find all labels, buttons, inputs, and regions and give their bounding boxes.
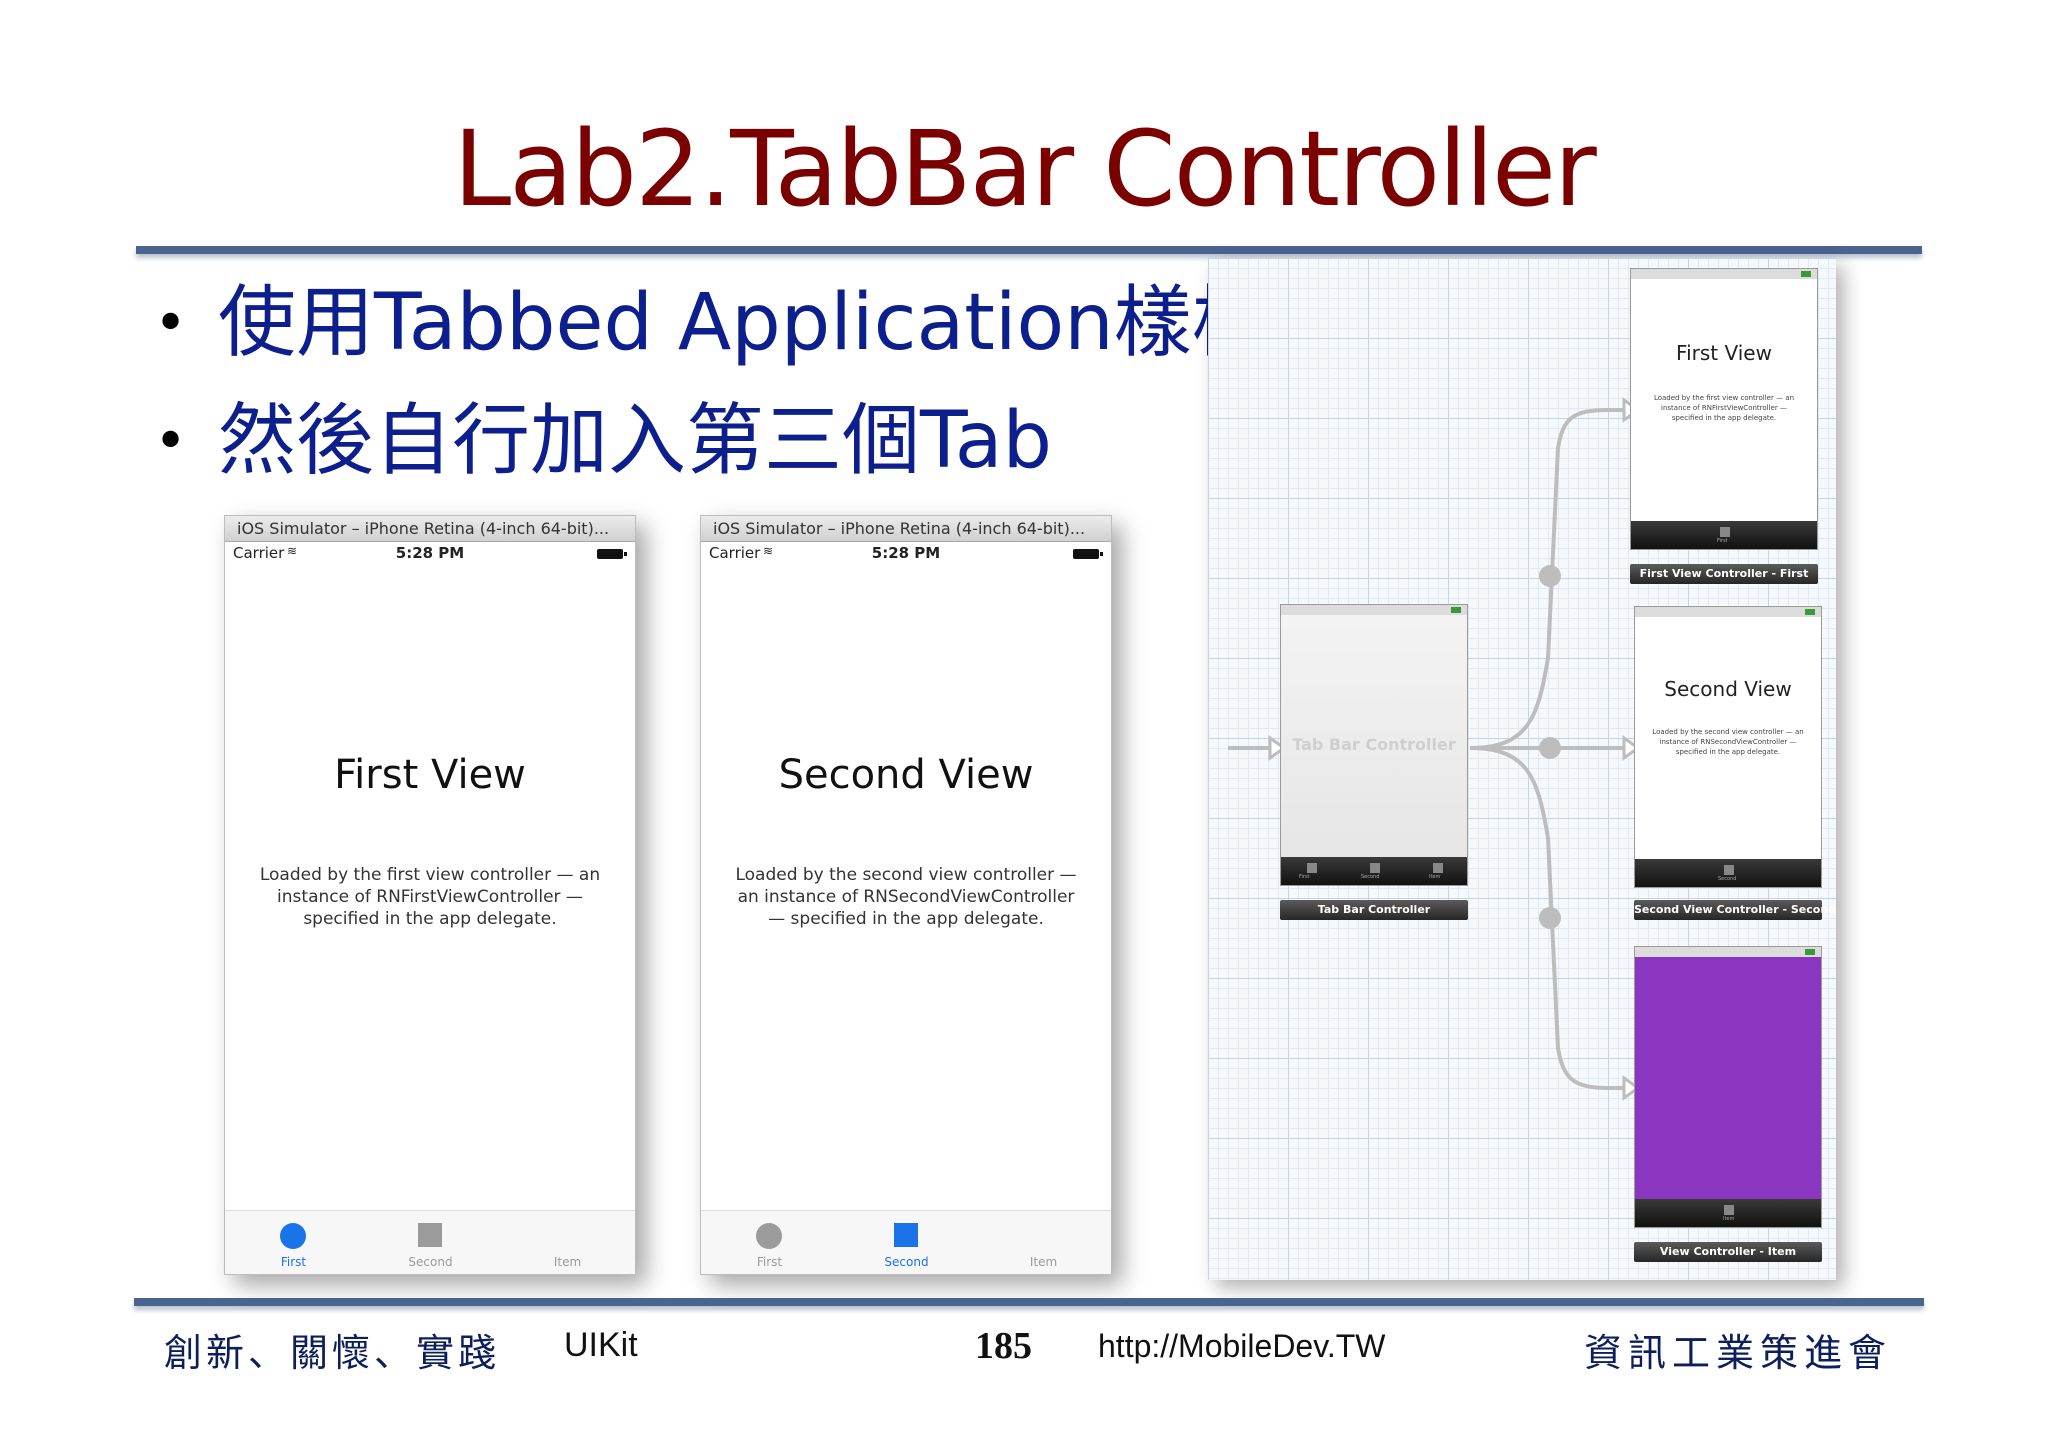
scene-watermark: Tab Bar Controller xyxy=(1292,735,1456,754)
clock-label: 5:28 PM xyxy=(395,544,465,562)
footer-organization: 資訊工業策進會 xyxy=(1584,1331,1893,1375)
simulator-titlebar[interactable]: iOS Simulator – iPhone Retina (4-inch 64… xyxy=(225,516,635,542)
bottom-rule xyxy=(134,1298,1924,1306)
scene-tab-bar: First Second Item xyxy=(1281,857,1467,885)
segue-node-third xyxy=(1539,907,1561,929)
footer-motto: 創新、關懷、實踐 xyxy=(164,1331,501,1375)
view-title: First View xyxy=(334,752,526,798)
segue-node-first xyxy=(1539,565,1561,587)
entry-arrowhead xyxy=(1268,735,1287,761)
scene-label-tab-bar-controller[interactable]: Tab Bar Controller xyxy=(1280,900,1468,920)
simulator-window-first: iOS Simulator – iPhone Retina (4-inch 64… xyxy=(224,515,636,1275)
bullet-dot: • xyxy=(154,409,188,474)
tab-bar: First Second Item xyxy=(701,1210,1111,1274)
view-description: Loaded by the second view controller — a… xyxy=(735,865,1077,929)
tab-first[interactable]: First xyxy=(225,1211,362,1275)
tab-bar-controller-scene[interactable]: Tab Bar Controller First Second Item xyxy=(1280,604,1468,886)
scene-label-second-view-controller[interactable]: Second View Controller - Second xyxy=(1634,900,1836,920)
clock-label: 5:28 PM xyxy=(871,544,941,562)
view-description: Loaded by the first view controller — an… xyxy=(259,865,601,929)
scene-top-strip xyxy=(1281,605,1467,615)
scene-tab-bar: Item xyxy=(1635,1199,1821,1227)
scene-label-item-view-controller[interactable]: View Controller - Item xyxy=(1634,1242,1822,1262)
tab-item[interactable]: Item xyxy=(975,1211,1112,1275)
scene-title: First View xyxy=(1676,341,1772,365)
tab-label: Item xyxy=(553,1255,582,1269)
mini-tab-label: Second xyxy=(1718,876,1737,882)
tab-icon xyxy=(1720,527,1730,537)
tab-bar: First Second Item xyxy=(225,1210,635,1274)
scene-top-strip xyxy=(1631,269,1817,279)
circle-icon xyxy=(756,1223,782,1249)
status-bar: Carrier ≋ 5:28 PM xyxy=(701,542,1111,566)
carrier-label: Carrier xyxy=(233,544,285,562)
bullet-dot: • xyxy=(154,291,188,356)
bullet-text: 然後自行加入第三個Tab xyxy=(218,396,1053,486)
item-view-scene[interactable]: Item xyxy=(1634,946,1822,1228)
segue-connectors xyxy=(1228,397,1641,1101)
bullet-text: 使用Tabbed Application樣板 xyxy=(218,278,1270,368)
carrier-label: Carrier xyxy=(709,544,761,562)
tab-second[interactable]: Second xyxy=(838,1211,975,1275)
view-title: Second View xyxy=(778,752,1034,798)
square-icon xyxy=(418,1223,442,1247)
scene-label-first-view-controller[interactable]: First View Controller - First xyxy=(1630,564,1818,584)
first-view-scene[interactable]: First View Loaded by the first view cont… xyxy=(1630,268,1818,550)
segue-line-first xyxy=(1469,408,1624,750)
tab-icon xyxy=(1724,865,1734,875)
page-number: 185 xyxy=(975,1325,1032,1367)
scene-top-strip xyxy=(1635,947,1821,957)
scene-tab-bar: First xyxy=(1631,521,1817,549)
mini-tab-label: First xyxy=(1717,538,1728,544)
tab-label: First xyxy=(756,1255,783,1269)
circle-icon xyxy=(280,1223,306,1249)
simulator-titlebar[interactable]: iOS Simulator – iPhone Retina (4-inch 64… xyxy=(701,516,1111,542)
segue-line-third xyxy=(1469,746,1624,1090)
segue-node-second xyxy=(1539,737,1561,759)
tab-label: First xyxy=(280,1255,307,1269)
second-view-scene[interactable]: Second View Loaded by the second view co… xyxy=(1634,606,1822,888)
simulator-window-second: iOS Simulator – iPhone Retina (4-inch 64… xyxy=(700,515,1112,1275)
scene-top-strip xyxy=(1635,607,1821,617)
tab-label: Item xyxy=(1029,1255,1058,1269)
tab-icon xyxy=(1307,863,1317,873)
battery-icon xyxy=(1073,549,1103,559)
footer-url[interactable]: http://MobileDev.TW xyxy=(1098,1328,1386,1364)
mini-tab-label: Second xyxy=(1361,874,1380,880)
wifi-icon: ≋ xyxy=(287,544,298,558)
scene-title: Second View xyxy=(1664,677,1792,701)
scene-description: Loaded by the first view controller — an… xyxy=(1653,394,1795,422)
scene-tab-bar: Second xyxy=(1635,859,1821,887)
tab-first[interactable]: First xyxy=(701,1211,838,1275)
top-rule xyxy=(136,246,1922,254)
footer-topic: UIKit xyxy=(564,1326,638,1364)
mini-tab-label: Item xyxy=(1429,874,1441,880)
scene-description: Loaded by the second view controller — a… xyxy=(1652,728,1804,756)
square-icon xyxy=(894,1223,918,1247)
segue-arrowhead-third xyxy=(1622,1075,1641,1101)
tab-icon xyxy=(1724,1205,1734,1215)
mini-tab-label: First xyxy=(1299,874,1310,880)
slide-title: Lab2.TabBar Controller xyxy=(453,108,1596,230)
tab-item[interactable]: Item xyxy=(499,1211,636,1275)
wifi-icon: ≋ xyxy=(763,544,774,558)
battery-icon xyxy=(597,549,627,559)
tab-second[interactable]: Second xyxy=(362,1211,499,1275)
status-bar: Carrier ≋ 5:28 PM xyxy=(225,542,635,566)
tab-icon xyxy=(1370,863,1380,873)
tab-label: Second xyxy=(408,1255,453,1269)
tab-label: Second xyxy=(884,1255,929,1269)
storyboard-canvas: Tab Bar Controller First Second Item Tab… xyxy=(1208,258,1836,1280)
segue-arrowhead-second xyxy=(1622,735,1641,761)
mini-tab-label: Item xyxy=(1723,1216,1735,1222)
tab-icon xyxy=(1433,863,1443,873)
